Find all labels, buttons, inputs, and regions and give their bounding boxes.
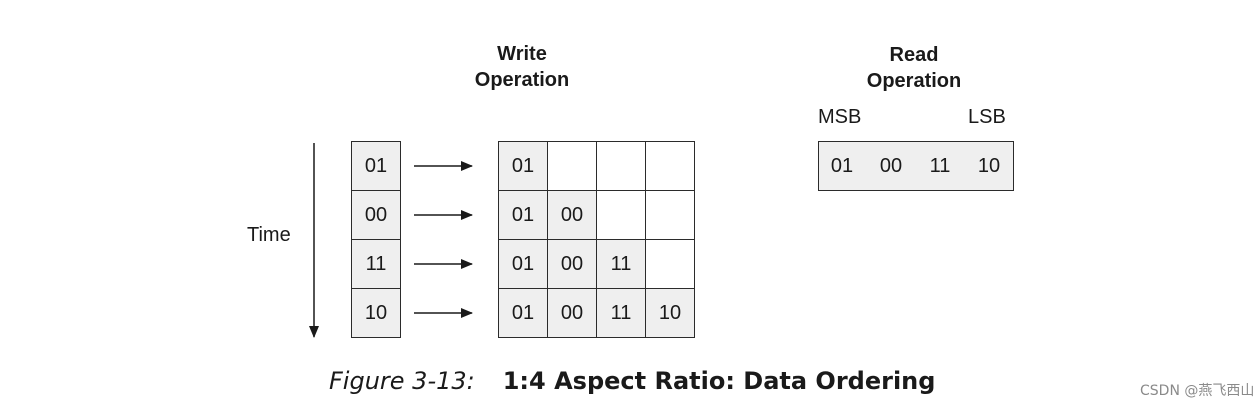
write-grid-cell: 01	[498, 288, 548, 338]
write-operation-heading: Write Operation	[462, 41, 582, 93]
write-grid-cell	[645, 141, 695, 191]
read-output-word: 01 00 11 10	[818, 141, 1014, 191]
read-value: 10	[977, 155, 1001, 177]
write-grid-cell	[596, 141, 646, 191]
write-heading-line-2: Operation	[474, 69, 570, 91]
lsb-label: LSB	[968, 106, 1006, 128]
figure-number: Figure 3-13:	[329, 367, 475, 395]
write-grid-cell	[596, 190, 646, 240]
msb-label: MSB	[818, 106, 862, 128]
write-grid-cell	[645, 239, 695, 289]
write-grid-cell: 00	[547, 190, 597, 240]
input-word: 01	[351, 141, 401, 191]
read-operation-heading: Read Operation	[854, 42, 974, 94]
write-grid-cell: 01	[498, 190, 548, 240]
time-label: Time	[247, 224, 291, 246]
figure-title: 1:4 Aspect Ratio: Data Ordering	[502, 367, 936, 395]
read-heading-line-2: Operation	[866, 70, 962, 92]
read-value: 11	[929, 155, 951, 177]
watermark: CSDN @燕飞西山	[1140, 383, 1255, 399]
write-grid-cell: 11	[596, 239, 646, 289]
write-heading-line-1: Write	[497, 43, 547, 65]
write-grid-cell: 01	[498, 239, 548, 289]
write-grid-cell: 01	[498, 141, 548, 191]
input-word: 00	[351, 190, 401, 240]
input-word: 10	[351, 288, 401, 338]
figure-caption: Figure 3-13: 1:4 Aspect Ratio: Data Order…	[329, 366, 935, 396]
read-value: 01	[830, 155, 854, 177]
write-grid-cell	[645, 190, 695, 240]
write-grid-cell: 00	[547, 239, 597, 289]
read-value: 00	[879, 155, 903, 177]
read-heading-line-1: Read	[889, 44, 939, 66]
write-grid-cell: 11	[596, 288, 646, 338]
input-word: 11	[351, 239, 401, 289]
write-grid-cell: 10	[645, 288, 695, 338]
write-grid-cell	[547, 141, 597, 191]
write-grid-cell: 00	[547, 288, 597, 338]
